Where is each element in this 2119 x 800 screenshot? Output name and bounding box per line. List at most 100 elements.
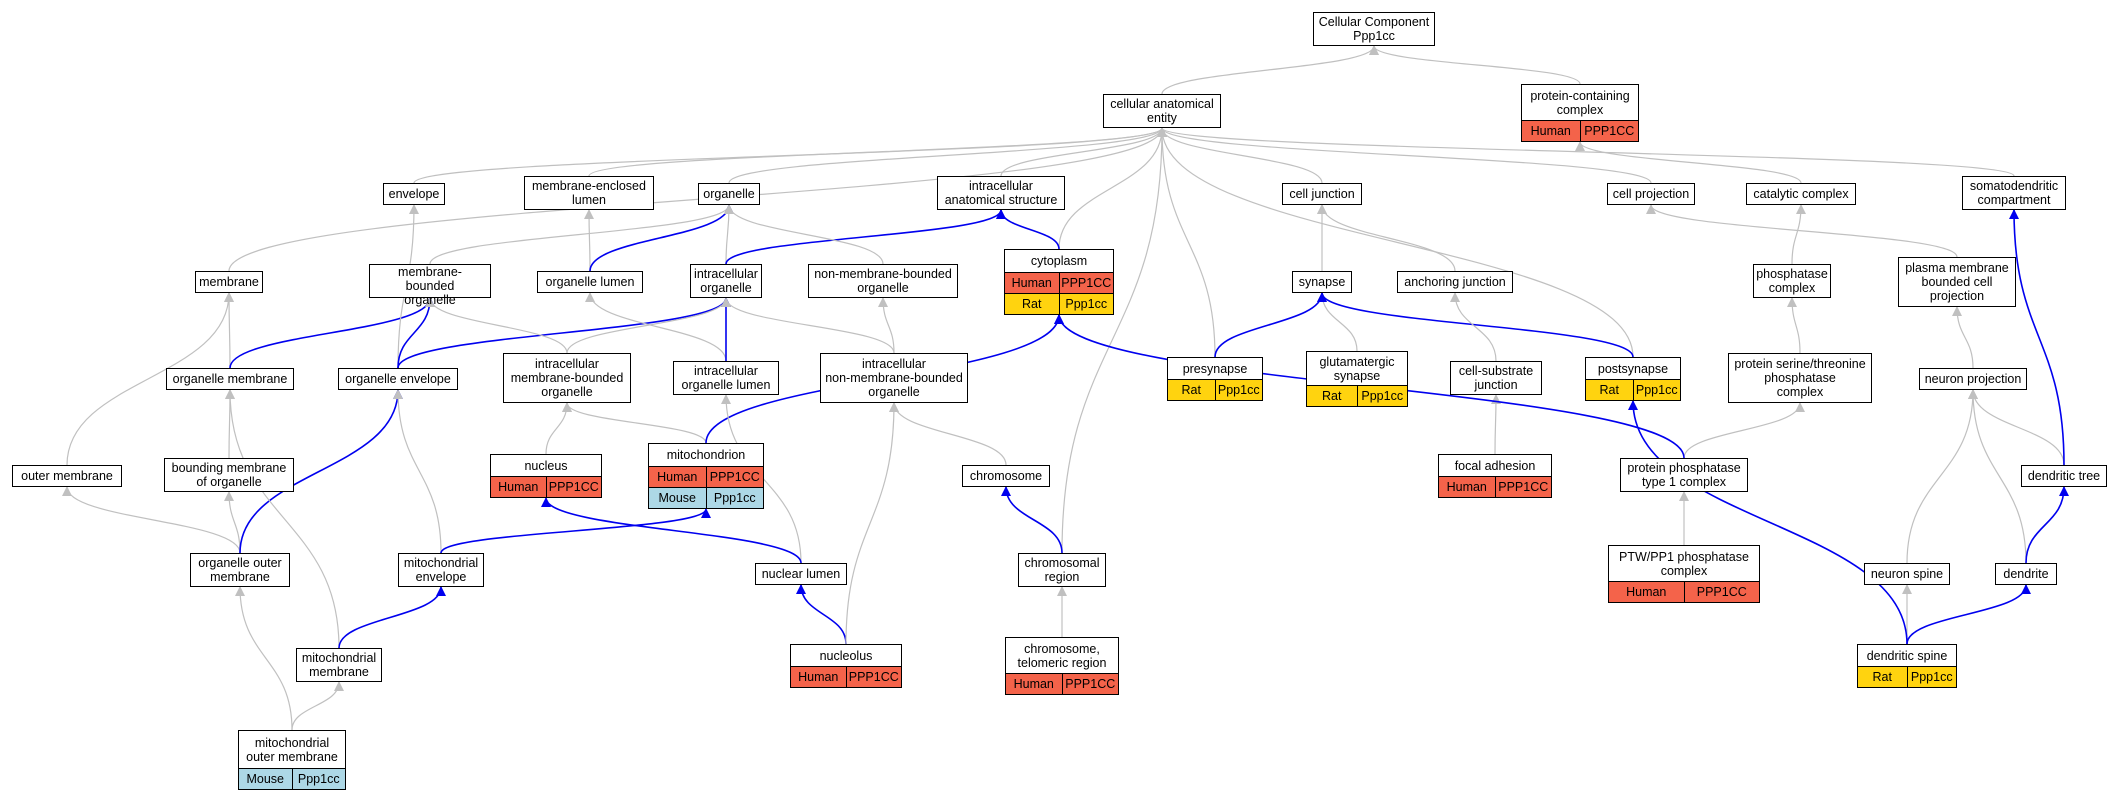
edge-is_a-membrane-to-cae — [228, 127, 1167, 272]
edge-part_of-presynapse-to-synapse — [1214, 292, 1327, 358]
edge-is_a-postsynapse-to-cae — [1157, 127, 1634, 358]
species-name: Human — [649, 467, 706, 487]
go-term-nl: nuclear lumen — [755, 563, 847, 585]
go-term-inmbo: intracellular non-membrane-bounded organ… — [820, 353, 968, 403]
go-term-label: nucleolus — [819, 648, 873, 663]
gene-symbol: Ppp1cc — [1632, 380, 1680, 400]
gene-symbol: PPP1CC — [545, 477, 601, 497]
gene-symbol: Ppp1cc — [1906, 667, 1956, 687]
go-term-pstpc: protein serine/threonine phosphatase com… — [1728, 353, 1872, 403]
go-term-aj: anchoring junction — [1397, 271, 1513, 293]
go-term-label: organelle envelope — [345, 372, 451, 386]
edge-is_a-inmbo-to-nmbo — [878, 297, 895, 354]
gene-symbol: PPP1CC — [1683, 582, 1759, 602]
edge-is_a-mito-to-imbo — [562, 402, 707, 444]
edge-part_of-ds-to-postsynapse — [1628, 400, 1908, 645]
edge-is_a-ns-to-np — [1906, 389, 1978, 564]
species-name: Human — [1522, 121, 1580, 141]
edge-is_a-pp1c-to-pstpc — [1683, 402, 1805, 459]
go-term-sdc: somatodendritic compartment — [1962, 176, 2066, 210]
go-term-label: mitochondrial membrane — [301, 651, 377, 679]
go-term-label: organelle lumen — [545, 275, 635, 289]
go-term-label: non-membrane-bounded organelle — [814, 267, 952, 295]
edge-is_a-mm-to-om — [225, 389, 340, 649]
species-name: Mouse — [239, 769, 292, 789]
gene-symbol: Ppp1cc — [1214, 380, 1262, 400]
go-term-label: bounding membrane of organelle — [171, 461, 287, 489]
go-term-label: chromosomal region — [1024, 556, 1100, 584]
gene-symbol: PPP1CC — [1058, 273, 1113, 293]
go-term-label: organelle — [703, 187, 755, 201]
gene-symbol: PPP1CC — [1579, 121, 1638, 141]
edge-is_a-nmbo-to-organelle — [724, 204, 884, 265]
go-term-label: cell junction — [1289, 187, 1355, 201]
edge-part_of-oom-to-oe — [239, 389, 403, 554]
edge-part_of-cytoplasm-to-ias — [996, 209, 1060, 250]
go-term-bmo: bounding membrane of organelle — [164, 458, 294, 492]
edge-is_a-cytoplasm-to-cae — [1058, 127, 1167, 250]
go-term-label: mitochondrial envelope — [403, 556, 479, 584]
go-term-label: membrane-enclosed lumen — [532, 179, 646, 207]
edge-is_a-oom-to-bmo — [224, 491, 241, 554]
species-name: Mouse — [649, 488, 706, 508]
go-term-synapse: synapse — [1292, 271, 1352, 293]
go-term-mbo: membrane-bounded organelle — [369, 264, 491, 307]
species-name: Rat — [1005, 294, 1059, 314]
edge-is_a-outerm-to-membrane — [66, 292, 234, 466]
go-term-label: cellular anatomical entity — [1110, 97, 1214, 125]
edge-is_a-pcc-to-cc — [1369, 45, 1581, 85]
go-term-label: neuron projection — [1924, 372, 2022, 386]
go-term-label: plasma membrane bounded cell projection — [1905, 261, 2009, 303]
go-term-csj: cell-substrate junction — [1450, 361, 1542, 395]
go-term-label: phosphatase complex — [1756, 267, 1828, 295]
species-name: Human — [1609, 582, 1684, 602]
edge-is_a-oom-to-outerm — [62, 486, 241, 554]
edge-is_a-nucleolus-to-inmbo — [845, 402, 899, 645]
go-term-cc: Cellular Component Ppp1cc — [1313, 12, 1435, 46]
go-term-nmbo: non-membrane-bounded organelle — [808, 264, 958, 298]
edge-is_a-imbo-to-mbo — [425, 297, 568, 354]
go-term-label: Cellular Component Ppp1cc — [1318, 15, 1430, 43]
edge-part_of-cr-to-chromosome — [1001, 486, 1063, 554]
go-term-label: presynapse — [1182, 361, 1248, 376]
go-term-outerm: outer membrane — [12, 465, 122, 487]
species-name: Rat — [1307, 386, 1357, 406]
edge-is_a-om-to-membrane — [224, 292, 235, 369]
go-term-label: protein-containing complex — [1530, 88, 1630, 117]
go-term-ns: neuron spine — [1864, 563, 1950, 585]
go-term-envelope: envelope — [383, 183, 445, 205]
go-term-cj: cell junction — [1282, 183, 1362, 205]
go-term-label: envelope — [388, 187, 440, 201]
go-term-mel: membrane-enclosed lumen — [524, 176, 654, 210]
edge-is_a-organelle-to-cae — [728, 127, 1167, 184]
go-term-label: intracellular non-membrane-bounded organ… — [825, 357, 963, 399]
edge-is_a-menv-to-oe — [393, 389, 442, 554]
go-term-olumen: organelle lumen — [537, 271, 643, 293]
edge-part_of-om-to-mbo — [229, 297, 435, 369]
edge-part_of-nucleolus-to-nl — [796, 584, 847, 645]
species-name: Rat — [1586, 380, 1633, 400]
edge-part_of-dt-to-sdc — [2009, 209, 2065, 466]
species-name: Human — [491, 477, 546, 497]
edge-is_a-sdc-to-cae — [1157, 127, 2015, 177]
edge-is_a-cj-to-cae — [1157, 127, 1323, 184]
go-term-label: organelle outer membrane — [198, 556, 282, 584]
go-term-label: membrane-bounded organelle — [398, 265, 462, 307]
species-name: Human — [791, 667, 846, 687]
go-term-io: intracellular organelle — [690, 264, 762, 298]
go-term-np: neuron projection — [1919, 368, 2027, 390]
go-term-label: somatodendritic compartment — [1969, 179, 2059, 207]
edge-is_a-np-to-pmbcp — [1952, 306, 1974, 369]
